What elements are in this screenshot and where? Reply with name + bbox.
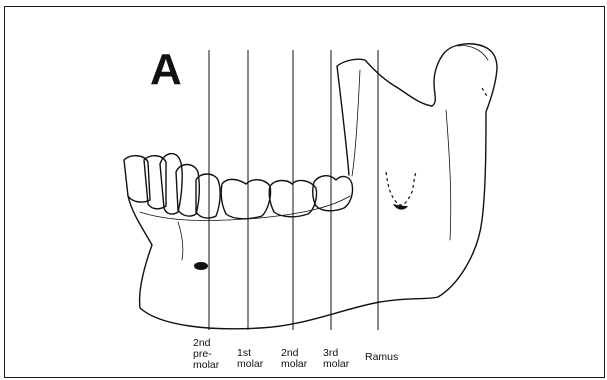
- label-molar-1: 1st molar: [237, 347, 264, 370]
- tooth-canine: [160, 154, 182, 214]
- condyle-detail: [458, 46, 488, 60]
- label-molar-3: 3rd molar: [323, 347, 350, 370]
- tooth-molar-1: [221, 179, 270, 218]
- coronoid-inner-line: [352, 70, 360, 176]
- panel-letter: A: [150, 45, 182, 94]
- chin-detail: [178, 222, 183, 260]
- section-labels: 2nd pre- molar 1st molar 2nd molar 3rd m…: [193, 337, 398, 371]
- mandibular-foramen: [386, 172, 416, 205]
- label-premolar-2: 2nd pre- molar: [193, 337, 220, 371]
- ramus-edge-line: [446, 110, 451, 240]
- label-molar-2: 2nd molar: [281, 347, 308, 370]
- mental-foramen: [194, 262, 208, 270]
- tooth-molar-3: [313, 176, 353, 211]
- teeth-row: [124, 154, 353, 219]
- label-ramus: Ramus: [365, 351, 398, 363]
- condyle-neck-dashes: [482, 88, 488, 98]
